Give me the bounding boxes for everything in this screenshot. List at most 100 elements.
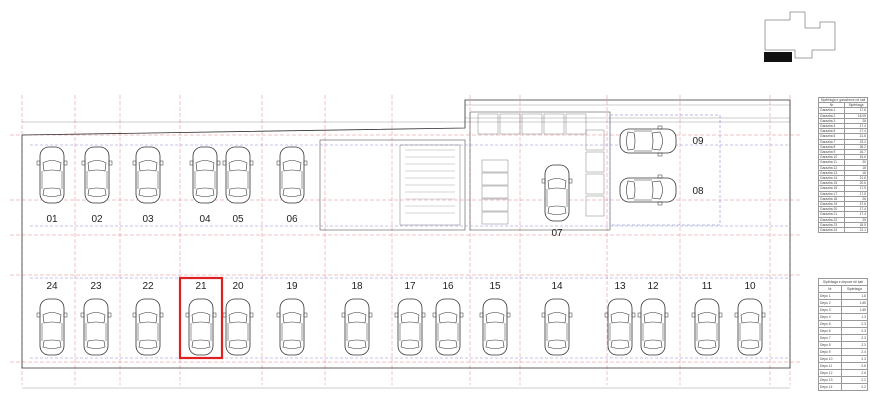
unit-name: Garazha 6 [817,133,846,140]
parking-spot-07[interactable]: 07 [541,164,573,239]
unit-name: Garazha 5 [817,128,846,135]
spot-number: 02 [91,214,103,225]
parking-spot-15[interactable]: 15 [479,281,511,356]
spot-number: 06 [286,214,298,225]
parking-spot-21[interactable]: 21 [185,281,217,356]
spot-number: 17 [404,281,416,292]
parking-spot-16[interactable]: 16 [432,281,464,356]
car-icon [604,298,636,356]
spot-number: 18 [351,281,363,292]
car-icon [132,146,164,204]
car-icon [222,146,254,204]
unit-name: Garazha 23 [817,221,846,229]
unit-name: Garazha 9 [817,149,846,156]
storage-unit [521,113,543,135]
area-value: 2.6 [840,362,869,370]
area-value: 2.3 [840,334,869,342]
car-icon [432,298,464,356]
parking-spot-12[interactable]: 12 [637,281,669,356]
spot-number: 09 [692,136,704,147]
car-icon [185,298,217,356]
unit-name: Garazha 11 [817,159,846,166]
spot-number: 11 [702,281,713,292]
spot-number: 16 [442,281,454,292]
spot-number: 14 [551,281,563,292]
unit-name: Depo 3 [818,306,842,314]
car-icon [691,298,723,356]
parking-spot-11[interactable]: 11 [691,281,723,356]
spot-number: 24 [46,281,58,292]
parking-spot-23[interactable]: 23 [80,281,112,356]
area-value: 2.2 [840,376,869,384]
area-value: 1.8 [840,292,869,300]
unit-name: Garazha 3 [817,117,846,125]
area-value: 2.4 [840,348,869,356]
parking-spot-13[interactable]: 13 [604,281,636,356]
car-icon [637,298,669,356]
parking-spot-20[interactable]: 20 [222,281,254,356]
parking-spot-04[interactable]: 04 [189,146,221,225]
unit-name: Garazha 21 [817,211,846,218]
parking-spot-08[interactable]: 08 [619,174,704,206]
spot-number: 12 [647,281,659,292]
car-icon [479,298,511,356]
storage-unit [565,113,587,135]
parking-spot-09[interactable]: 09 [619,125,704,157]
unit-name: Garazha 2 [817,112,846,119]
parking-spot-01[interactable]: 01 [36,146,68,225]
highlighted-spot-21[interactable] [178,276,224,360]
storage-unit [585,195,605,217]
parking-spot-24[interactable]: 24 [36,281,68,356]
unit-name: Garazha 14 [817,175,846,182]
unit-name: Garazha 22 [817,216,846,223]
area-value: 2.3 [840,341,869,349]
area-value: 2.3 [840,320,869,328]
parking-spot-03[interactable]: 03 [132,146,164,225]
car-icon [189,146,221,204]
car-icon [541,298,573,356]
area-value: 2.6 [840,369,869,377]
storage-unit [481,172,509,186]
unit-name: Garazha 4 [817,122,846,130]
car-icon [734,298,766,356]
parking-spot-19[interactable]: 19 [276,281,308,356]
parking-spot-02[interactable]: 02 [81,146,113,225]
parking-spot-05[interactable]: 05 [222,146,254,225]
unit-name: Depo 1 [818,292,842,300]
car-icon [619,174,677,206]
car-icon [276,298,308,356]
car-icon [619,125,677,157]
spot-number: 23 [90,281,102,292]
parking-spot-06[interactable]: 06 [276,146,308,225]
car-icon [80,298,112,356]
parking-spot-22[interactable]: 22 [132,281,164,356]
depo-table-header-area: Sipërfaqja [840,285,869,293]
parking-spot-18[interactable]: 18 [341,281,373,356]
area-value: 21.1 [844,227,868,234]
storage-unit [585,129,605,151]
spot-number: 19 [286,281,298,292]
storage-unit [481,198,509,212]
area-value: 1.65 [840,299,869,307]
parking-spot-14[interactable]: 14 [541,281,573,356]
parking-spot-10[interactable]: 10 [734,281,766,356]
spot-number: 15 [489,281,501,292]
spot-number: 13 [614,281,626,292]
storage-unit [477,113,499,135]
unit-name: Depo 10 [818,355,842,363]
car-icon [394,298,426,356]
car-icon [276,146,308,204]
parking-spot-17[interactable]: 17 [394,281,426,356]
spot-number: 05 [232,214,244,225]
unit-name: Depo 6 [818,327,842,335]
